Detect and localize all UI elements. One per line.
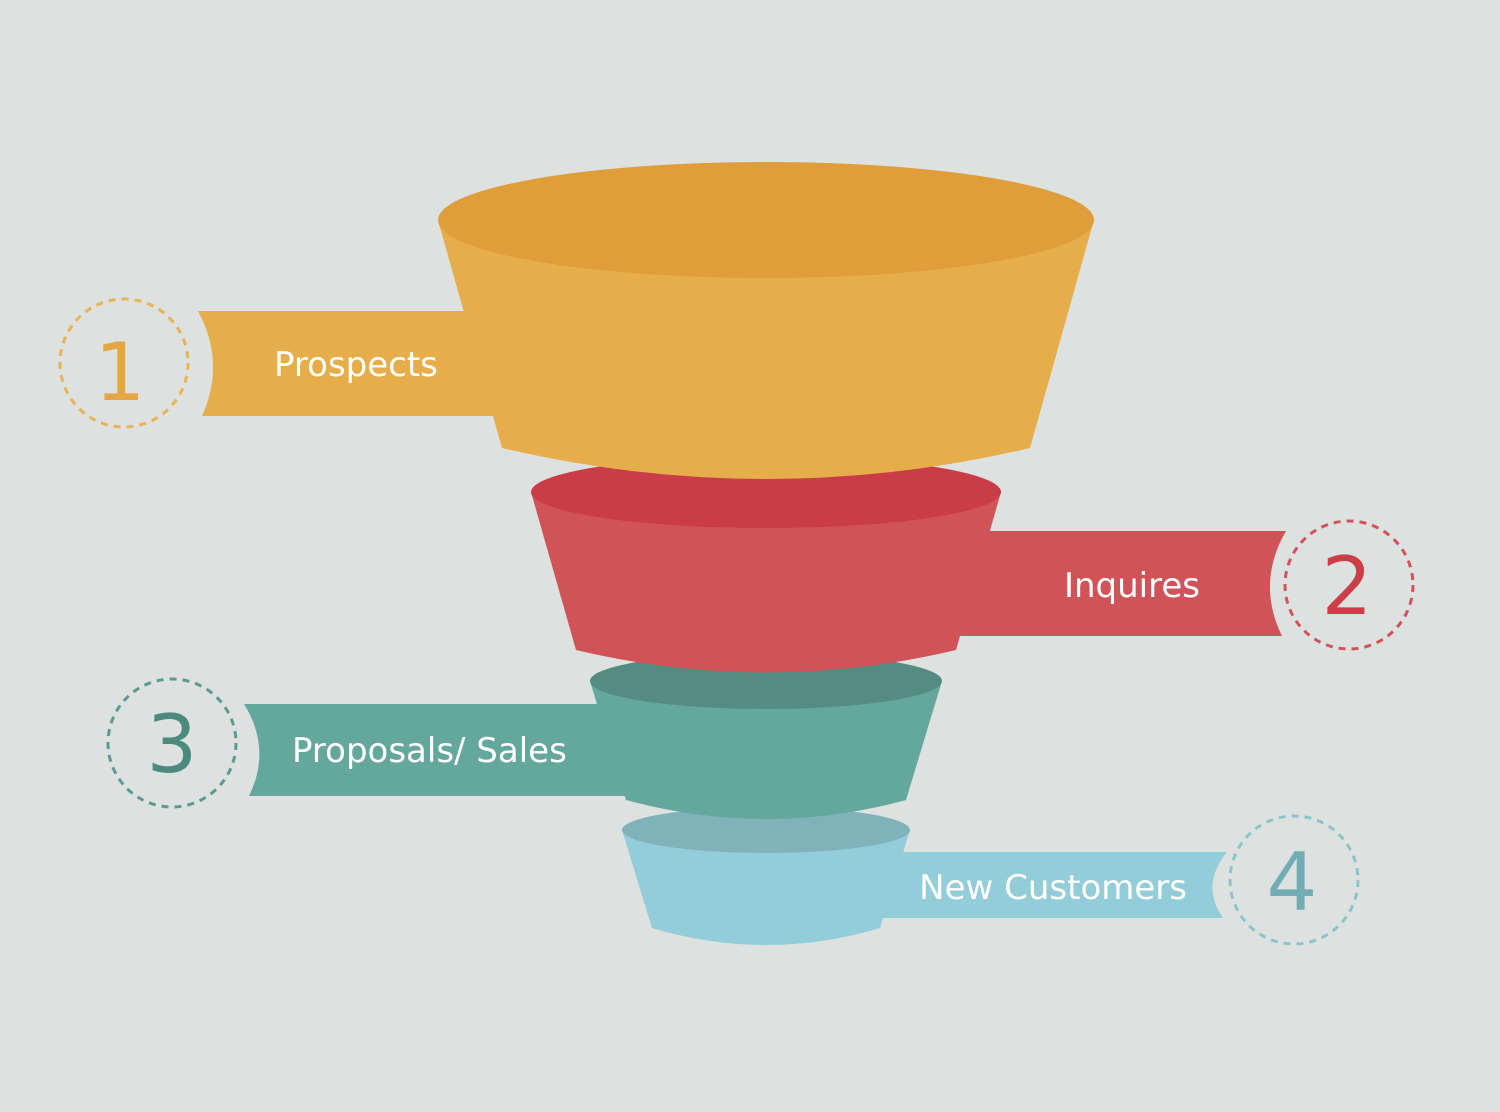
label-inquires: Inquires — [1064, 566, 1200, 606]
badge-stage-4: 4 — [1228, 814, 1360, 946]
badge-stage-2: 2 — [1283, 519, 1415, 651]
ribbon-proposals-sales — [244, 704, 628, 796]
funnel-segment-1-body — [438, 220, 1094, 479]
label-proposals-sales: Proposals/ Sales — [292, 731, 567, 771]
label-new-customers: New Customers — [919, 868, 1187, 908]
stage-number-badges: 1 2 3 4 — [58, 297, 1415, 946]
funnel-segment-4-rim — [622, 807, 910, 853]
funnel-segment-proposals-sales — [590, 653, 942, 819]
stage-number-2: 2 — [1322, 540, 1373, 633]
funnel-segment-1-rim — [438, 162, 1094, 278]
funnel — [438, 162, 1094, 945]
dashed-circle-4 — [1228, 814, 1360, 946]
dashed-circle-2 — [1283, 519, 1415, 651]
stage-labels: Prospects Inquires Proposals/ Sales New … — [274, 345, 1200, 908]
stage-number-1: 1 — [95, 326, 146, 419]
dashed-circle-1 — [58, 297, 190, 429]
funnel-segment-2-rim — [531, 456, 1001, 528]
ribbon-new-customers — [880, 852, 1227, 918]
label-prospects: Prospects — [274, 345, 438, 385]
stage-ribbons — [198, 311, 1286, 918]
dashed-circle-3 — [106, 677, 238, 809]
ribbon-prospects — [198, 311, 500, 416]
stage-number-4: 4 — [1267, 836, 1318, 929]
funnel-segment-2-body — [531, 492, 1001, 673]
badge-stage-3: 3 — [106, 677, 238, 809]
ribbon-inquires — [960, 531, 1286, 636]
funnel-segment-inquires — [531, 456, 1001, 673]
funnel-segment-prospects — [438, 162, 1094, 479]
funnel-segment-3-body — [590, 681, 942, 819]
funnel-segment-new-customers — [622, 807, 910, 945]
badge-stage-1: 1 — [58, 297, 190, 429]
stage-number-3: 3 — [147, 698, 198, 791]
funnel-segment-4-body — [622, 830, 910, 945]
